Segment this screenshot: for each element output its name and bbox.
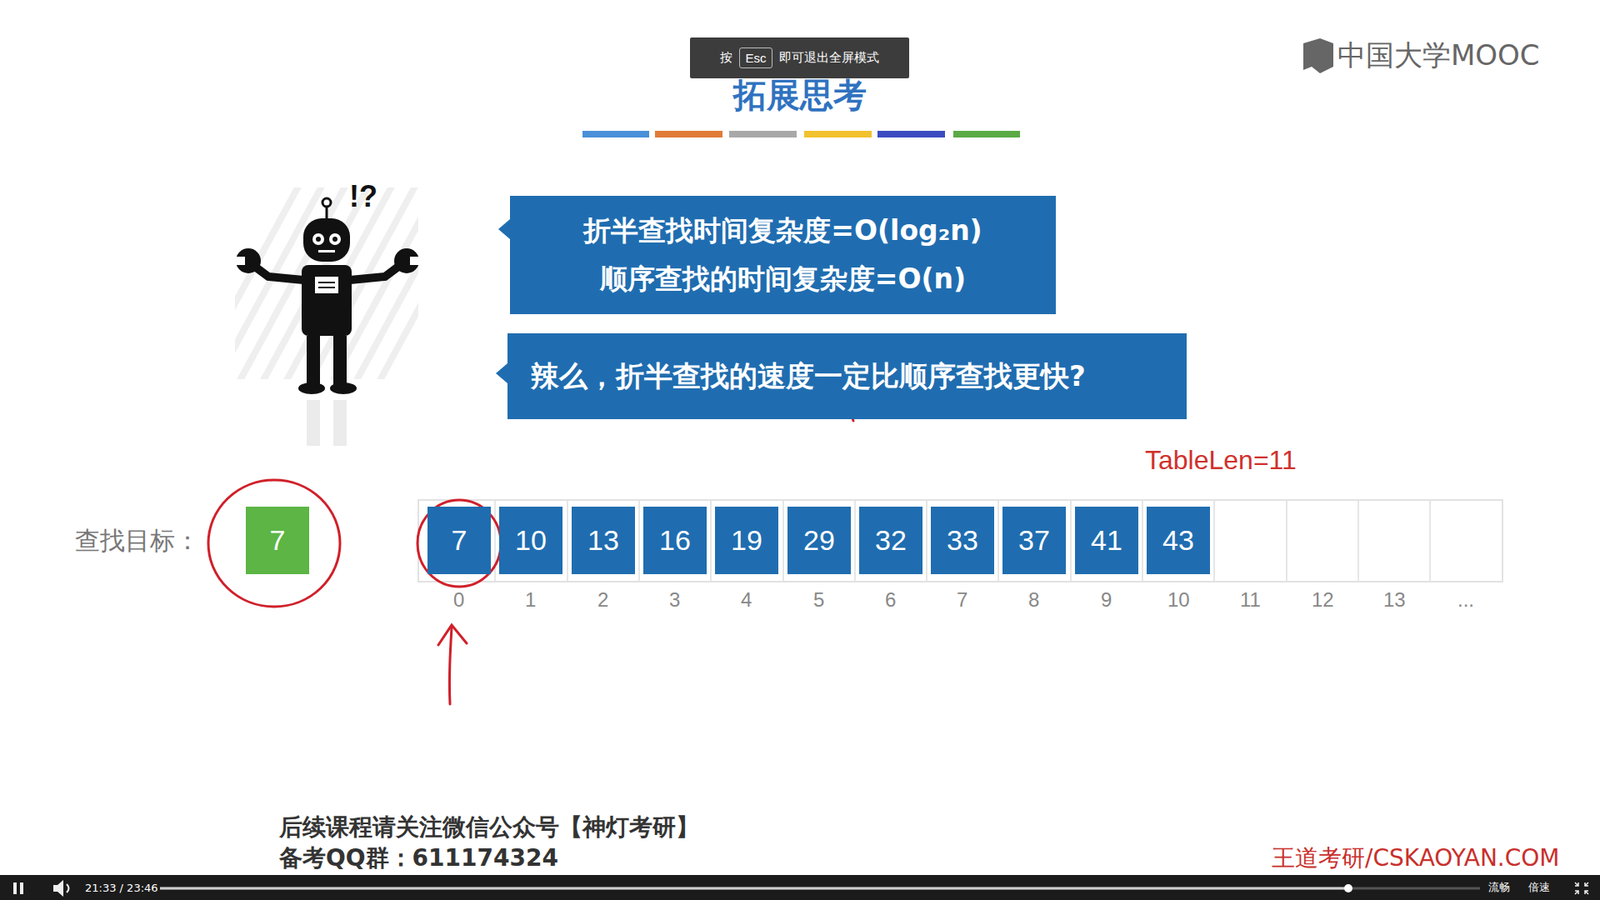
node-text: 10 [515,524,547,557]
array-index: 3 [669,588,680,612]
node-text: 即可退出全屏模式 [779,50,880,66]
array-index: 8 [1028,588,1040,612]
brand-logo: 中国大学MOOC [1337,36,1540,75]
slot-divider [1285,500,1288,581]
array-index: 9 [1100,588,1112,612]
color-bar [655,130,723,138]
array-cell: 16 [643,506,707,575]
pen-arrowhead [438,625,467,645]
callout-box: 折半查找时间复杂度=O(log₂n)顺序查找的时间复杂度=O(n) [510,195,1056,315]
array-index: 7 [956,588,968,612]
robot-figure [235,198,420,446]
array-cell: 19 [715,506,779,575]
node-text: 16 [659,524,691,557]
node-text: 37 [1018,524,1050,557]
slot-divider [1141,500,1144,581]
robot-backdrop [235,187,419,380]
array-index: 10 [1167,588,1190,612]
array-index: 5 [813,588,825,612]
array-cell: 13 [571,506,635,575]
color-bar [582,130,650,138]
color-bar [953,130,1020,138]
node-text: 7 [451,524,468,557]
slot-divider [638,500,640,581]
slot-divider [997,500,1000,581]
slot-divider [1070,500,1072,581]
array-index: 6 [885,588,896,612]
node-text: 顺序查找的时间复杂度=O(n) [600,255,966,304]
table-length: TableLen=11 [1145,445,1297,476]
node-text: 辣么，折半查找的速度一定比顺序查找更快? [530,357,1086,396]
array-index: 0 [453,588,465,612]
slot-divider [566,500,569,581]
pen-circle [417,500,501,587]
pen-circle [208,480,340,607]
callout-tail [498,219,510,240]
slot-divider [1429,500,1431,581]
array-cell: 41 [1075,506,1139,575]
array-cell: 29 [787,506,851,575]
esc-key: Esc [739,47,772,69]
footer-note: 后续课程请关注微信公众号【神灯考研】 [279,811,700,844]
target-cell: 7 [245,506,310,575]
array-index: 12 [1311,588,1335,612]
footer-note: 备考QQ群：611174324 [279,842,559,875]
node-text: 按 [720,50,733,66]
player-quality: 流畅 [1488,880,1510,895]
callout-box: 辣么，折半查找的速度一定比顺序查找更快? [507,333,1187,420]
slot-divider [1213,500,1215,581]
node-text: 7 [270,524,286,557]
player-controls [13,880,1589,897]
array-index: 13 [1383,588,1406,612]
array-cell: 43 [1146,506,1210,575]
array-cell: 10 [499,506,563,575]
slide-title: 拓展思考 [733,72,867,119]
slot-divider [710,500,712,581]
watermark: 王道考研/CSKAOYAN.COM [1271,842,1560,875]
array-cell: 7 [427,506,491,575]
array-cell: 37 [1002,506,1066,575]
array-cell: 33 [930,506,995,575]
node-text: 32 [875,524,907,557]
array-cell: 32 [859,506,923,575]
color-bar [729,130,797,138]
robot-exclaim: !? [349,179,378,215]
fullscreen-hint: 按 Esc 即可退出全屏模式 [690,37,910,79]
node-text: Esc [745,50,766,65]
slot-divider [1357,500,1360,581]
slot-divider [854,500,856,581]
node-text: 33 [946,524,979,557]
color-bar [877,130,945,138]
node-text: 29 [803,524,835,557]
red-pen-marks [208,248,1097,705]
player-speed: 倍速 [1528,880,1550,895]
array-index: 2 [597,588,609,612]
node-text: 13 [587,524,620,557]
node-text: 19 [730,524,763,557]
logo-icon [1303,38,1334,74]
array-frame [418,500,1503,582]
array-index: ... [1457,588,1475,612]
array-index: 11 [1240,588,1261,612]
title-color-bars [582,130,1020,138]
callout-tail [495,363,508,384]
target-caption: 查找目标： [75,524,200,559]
array-outline [418,500,1503,582]
node-text: 41 [1090,524,1123,557]
array-index: 1 [525,588,536,612]
player-time: 21:33 / 23:46 [85,881,159,895]
array-index: 4 [740,588,752,612]
color-bar [804,130,872,138]
node-text: 43 [1162,524,1195,557]
node-text: 折半查找时间复杂度=O(log₂n) [583,206,982,255]
slot-divider [782,500,785,581]
pen-arrow [449,626,452,705]
slot-divider [925,500,928,581]
